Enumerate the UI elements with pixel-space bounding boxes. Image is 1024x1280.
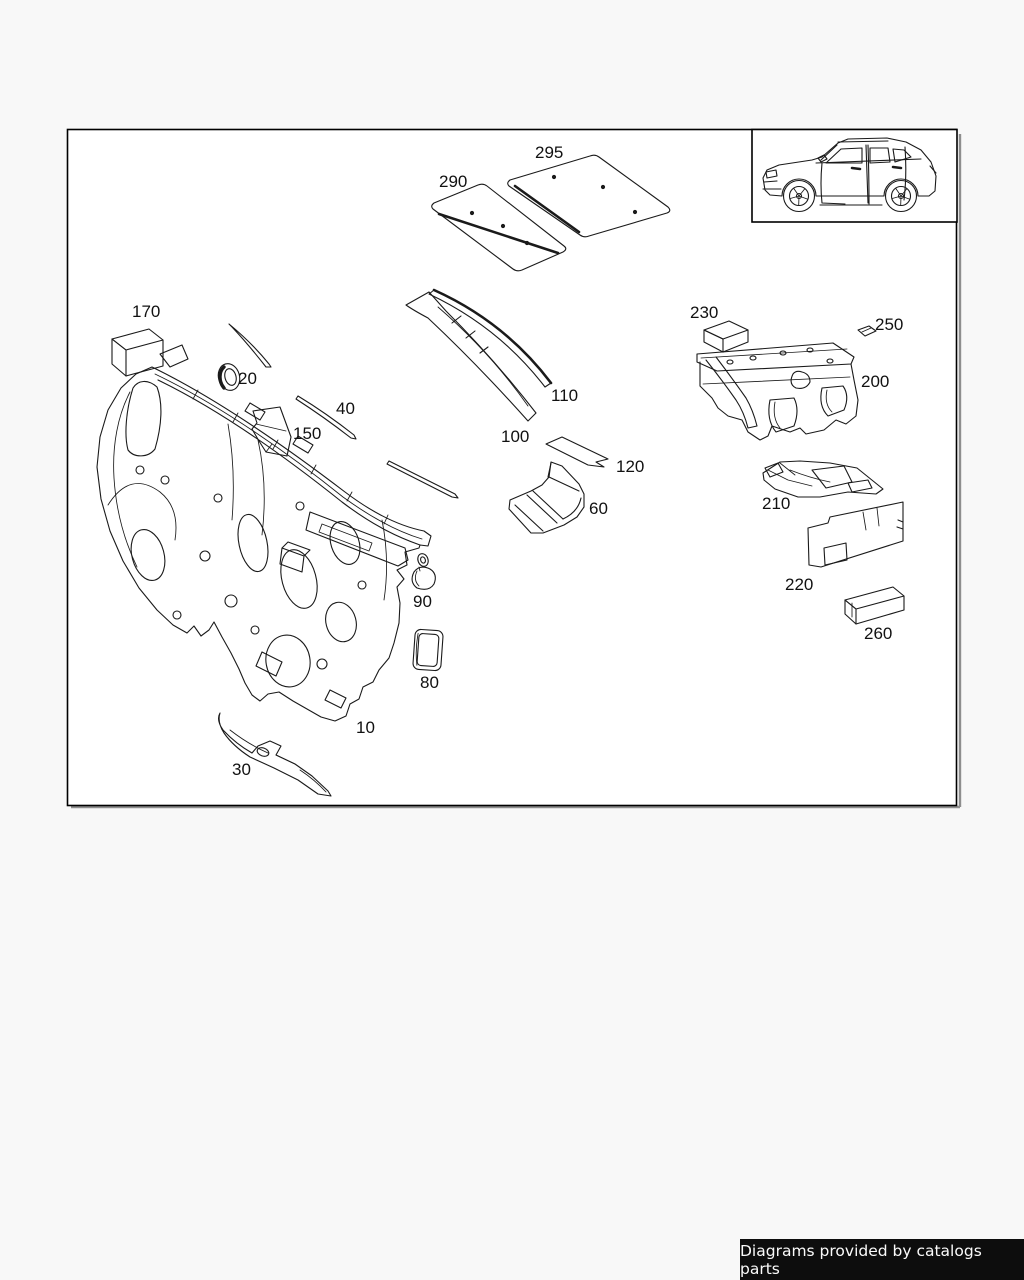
part-110-drawing bbox=[428, 288, 553, 388]
part-295-drawing bbox=[507, 154, 671, 238]
diagram-frame bbox=[66, 128, 962, 809]
footer-credit-text: Diagrams provided by catalogs parts bbox=[740, 1241, 982, 1278]
seal-strip-lower-drawing bbox=[386, 460, 459, 499]
part-label-220: 220 bbox=[785, 575, 814, 594]
part-label-30: 30 bbox=[232, 760, 251, 779]
part-80-drawing bbox=[412, 628, 444, 672]
part-label-100: 100 bbox=[501, 427, 530, 446]
part-290-drawing bbox=[431, 183, 567, 272]
part-label-260: 260 bbox=[864, 624, 893, 643]
part-200-drawing bbox=[696, 342, 859, 441]
part-label-10: 10 bbox=[356, 718, 375, 737]
part-210-drawing bbox=[762, 460, 884, 498]
part-label-170: 170 bbox=[132, 302, 161, 321]
part-260-drawing bbox=[844, 586, 905, 625]
part-150-drawing bbox=[251, 406, 292, 457]
part-label-80: 80 bbox=[420, 673, 439, 692]
part-label-230: 230 bbox=[690, 303, 719, 322]
part-label-60: 60 bbox=[589, 499, 608, 518]
part-label-90: 90 bbox=[413, 592, 432, 611]
part-100-drawing bbox=[405, 291, 537, 422]
part-label-295: 295 bbox=[535, 143, 564, 162]
vehicle-thumbnail-icon bbox=[762, 137, 937, 213]
part-60-drawing bbox=[508, 461, 585, 534]
part-label-150: 150 bbox=[293, 424, 322, 443]
part-40-drawing bbox=[295, 395, 357, 440]
vehicle-thumbnail-box bbox=[751, 128, 958, 223]
part-250-drawing bbox=[857, 325, 877, 337]
part-label-290: 290 bbox=[439, 172, 468, 191]
part-30-drawing bbox=[217, 712, 332, 797]
part-label-200: 200 bbox=[861, 372, 890, 391]
part-label-110: 110 bbox=[551, 386, 579, 405]
part-120-drawing bbox=[545, 436, 609, 468]
part-label-120: 120 bbox=[616, 457, 645, 476]
part-label-210: 210 bbox=[762, 494, 791, 513]
part-90-drawing bbox=[411, 553, 436, 590]
part-label-20: 20 bbox=[238, 369, 257, 388]
part-220-drawing bbox=[807, 501, 904, 568]
footer-credit-bar: Diagrams provided by catalogs parts bbox=[740, 1239, 1024, 1280]
part-20-drawing bbox=[217, 363, 241, 391]
seal-strip-upper-drawing bbox=[228, 323, 272, 368]
part-10-drawing bbox=[96, 344, 432, 722]
part-label-40: 40 bbox=[336, 399, 355, 418]
part-label-250: 250 bbox=[875, 315, 904, 334]
